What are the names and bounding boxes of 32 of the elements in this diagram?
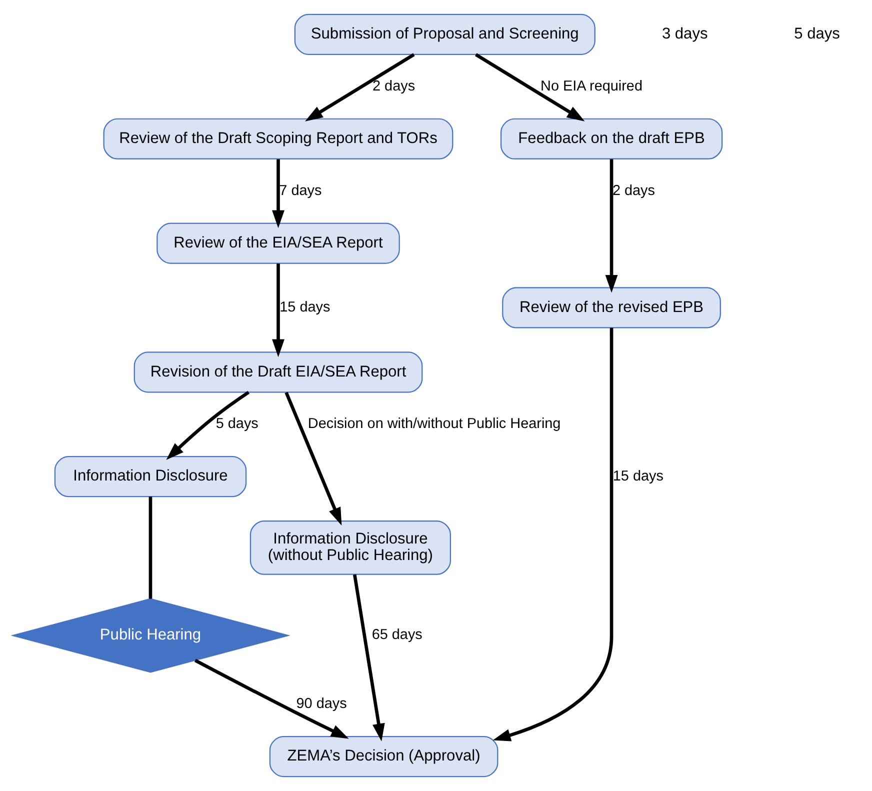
- node-box: Feedback on the draft EPB: [500, 118, 723, 160]
- arrow: [605, 159, 618, 293]
- arrow: [166, 390, 250, 460]
- edge-label: 15 days: [280, 300, 330, 316]
- edge-label: 2 days: [612, 182, 656, 199]
- node-box: Revision of the Draft EIA/SEA Report: [134, 352, 423, 393]
- node-box: Review of the Draft Scoping Report and TORs: [103, 118, 454, 160]
- node-box: Review of the revised EPB: [502, 287, 721, 328]
- label: 3 days: [662, 26, 708, 43]
- node-box: ZEMA’s Decision (Approval): [269, 736, 498, 778]
- arrow: [272, 264, 284, 358]
- arrow: [305, 53, 415, 122]
- node-box: Submission of Proposal and Screening: [294, 14, 596, 55]
- node-box: Review of the EIA/SEA Report: [156, 222, 400, 264]
- edge-label: 2 days: [372, 78, 416, 94]
- edge-label: 90 days: [296, 696, 347, 712]
- arrow: [474, 53, 585, 122]
- edge-label: 15 days: [612, 468, 664, 484]
- arrow: [194, 658, 349, 739]
- arrow: [272, 159, 284, 228]
- arrow: [352, 574, 385, 742]
- node-box: Information Disclosure: [54, 456, 247, 498]
- node-diamond: Public Hearing: [10, 598, 290, 673]
- edge-label: 65 days: [372, 627, 422, 644]
- label: 5 days: [794, 26, 840, 43]
- edge-label: 5 days: [216, 416, 258, 432]
- edge-label: No EIA required: [540, 78, 642, 94]
- node-box: Information Disclosure (without Public Hearing): [250, 520, 451, 575]
- connector: [148, 496, 152, 599]
- arrow: [284, 392, 342, 526]
- arrow: [492, 328, 614, 742]
- edge-label: Decision on with/without Public Hearing: [308, 416, 561, 432]
